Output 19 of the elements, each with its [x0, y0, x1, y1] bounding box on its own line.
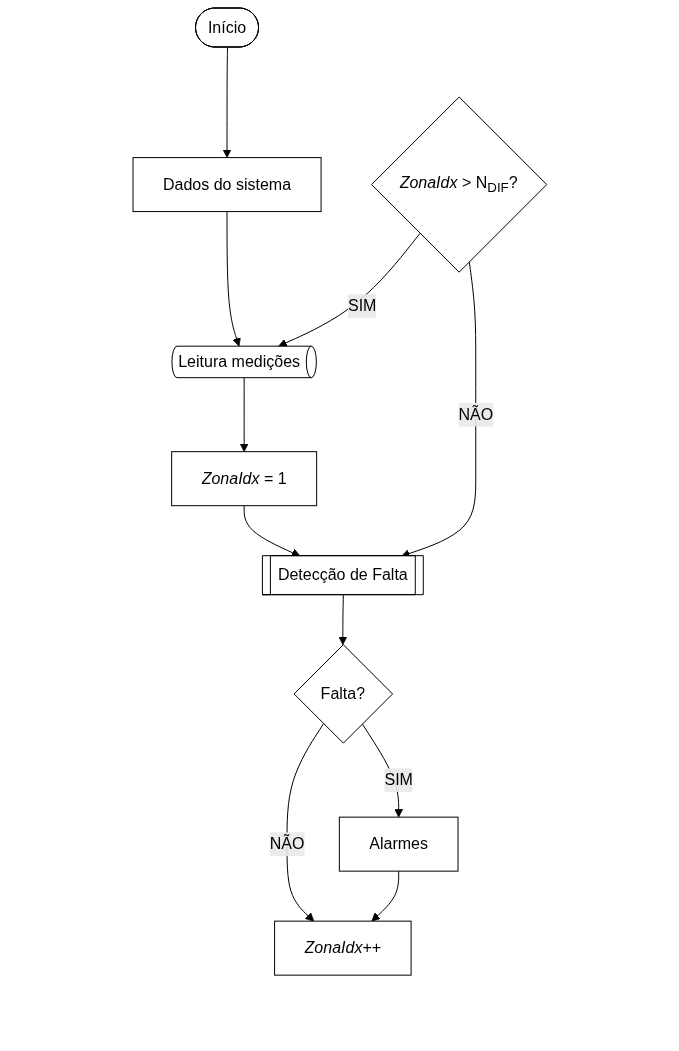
node-box: Dados do sistema	[132, 157, 322, 213]
arrow	[277, 232, 421, 347]
arrow	[286, 723, 324, 922]
node-text: Leitura medições	[177, 352, 300, 370]
arrow	[243, 505, 301, 557]
arrow	[226, 211, 241, 347]
node-diamond: Falta?	[293, 644, 393, 744]
node-box: ZonaIdx = 1	[170, 451, 317, 507]
edge-label: NÃO	[458, 405, 493, 423]
node-box: ZonaIdx++	[273, 920, 412, 976]
arrow	[222, 47, 232, 158]
arrow	[371, 870, 399, 922]
edge-label: SIM	[384, 771, 413, 789]
node-diamond: ZonaIdx > N$_{DIF}$?	[370, 96, 547, 273]
edge-label: SIM	[347, 297, 377, 315]
node-box: Alarmes	[338, 816, 459, 872]
arrow	[338, 594, 347, 646]
edge-label: NÃO	[269, 835, 304, 853]
arrow	[239, 377, 249, 453]
